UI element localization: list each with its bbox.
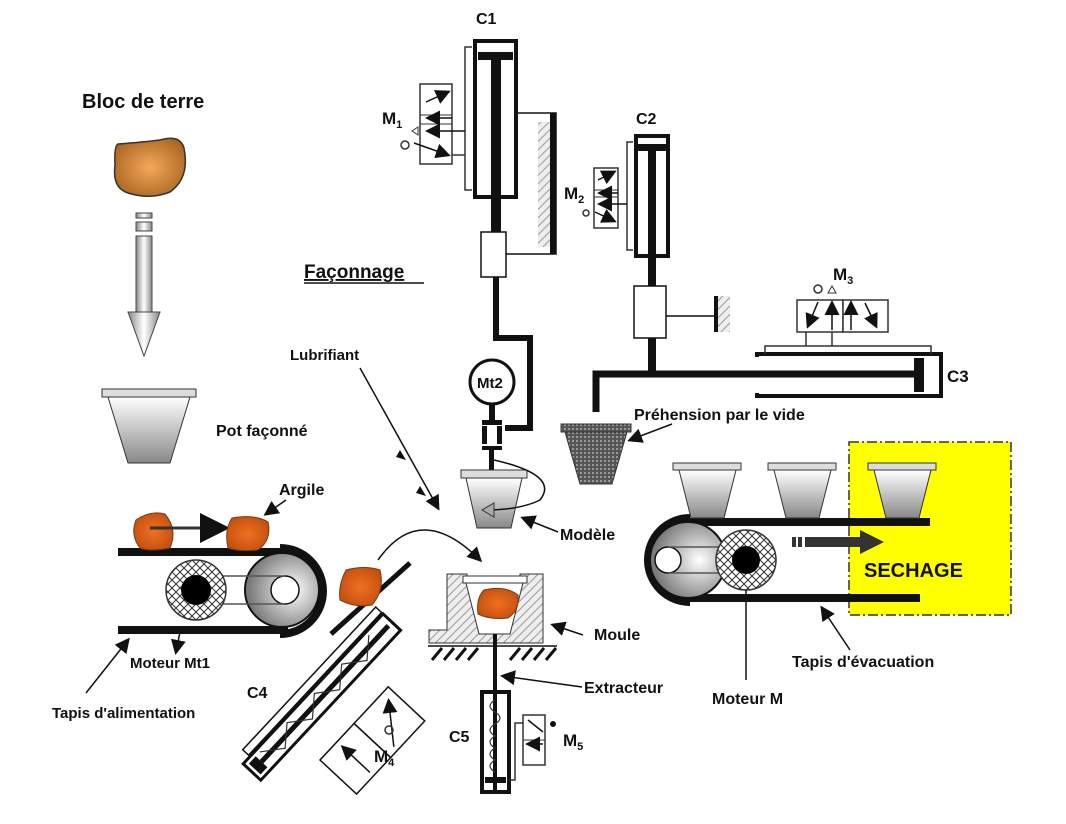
m4-label: M4: [374, 747, 395, 769]
c1-label: C1: [476, 11, 497, 28]
moteur-mt1-label: Moteur Mt1: [130, 655, 210, 672]
sechage-label: SECHAGE: [864, 560, 963, 582]
c4-label: C4: [247, 685, 268, 702]
faconnage-title: Façonnage: [304, 262, 404, 283]
m2-label: M2: [564, 184, 584, 206]
tapis-evacuation-label: Tapis d'évacuation: [792, 654, 934, 671]
extracteur-label: Extracteur: [584, 680, 663, 697]
cylinder-c4: [241, 606, 403, 783]
moule-pointer: [550, 621, 584, 636]
argile-pointer: [263, 499, 287, 516]
cylinder-c3: [755, 345, 943, 398]
valve-m2: [582, 167, 627, 229]
tapis-alimentation-pointer: [85, 637, 130, 694]
valve-m5: [509, 714, 556, 781]
tapis-alimentation-conveyor: [118, 544, 327, 638]
modele-pointer: [520, 515, 559, 533]
pressure-source-icon: [384, 725, 394, 735]
moule-mold: [428, 573, 558, 661]
moteur-mt1-pointer: [170, 631, 186, 655]
tapis-evacuation-pointer: [820, 605, 851, 651]
pot-faconne-label: Pot façonné: [216, 423, 308, 440]
mt2-label: Mt2: [477, 375, 503, 392]
extracteur-pointer: [500, 670, 583, 688]
m5-label: M5: [563, 731, 583, 753]
cylinder-c1: [464, 39, 557, 431]
coupling: [482, 404, 502, 470]
clay-piece: [339, 567, 382, 607]
moule-label: Moule: [594, 627, 640, 644]
lubrifiant-arrow: [359, 367, 440, 511]
clay-piece: [226, 516, 270, 552]
prehension-label: Préhension par le vide: [634, 407, 805, 424]
tapis-evacuation-conveyor: [644, 514, 930, 606]
cylinder-c2: [592, 134, 922, 412]
modele-mold-form: [460, 459, 546, 529]
valve-m1: [400, 83, 465, 165]
transfer-arrow: [377, 529, 483, 563]
lubrifiant-arrowheads: [396, 450, 426, 496]
m3-label: M3: [833, 265, 853, 287]
moteur-m-label: Moteur M: [712, 691, 783, 708]
modele-label: Modèle: [560, 527, 615, 544]
c3-label: C3: [947, 367, 969, 386]
vacuum-gripper: [560, 423, 632, 485]
clay-block: [113, 137, 187, 197]
tapis-alimentation-label: Tapis d'alimentation: [52, 705, 195, 722]
pot-faconne-icon: [101, 388, 197, 464]
c5-label: C5: [449, 729, 470, 746]
prehension-pointer: [627, 423, 673, 443]
extracteur-rod: [493, 634, 497, 794]
m1-label: M1: [382, 109, 402, 131]
valve-m4: [318, 685, 426, 796]
bloc-de-terre-label: Bloc de terre: [82, 91, 204, 113]
lubrifiant-label: Lubrifiant: [290, 347, 359, 364]
pots-on-conveyor: [672, 462, 937, 519]
valve-m3: [796, 284, 889, 346]
down-arrow-icon: [127, 212, 161, 358]
argile-label: Argile: [279, 482, 324, 499]
clay-piece: [133, 512, 174, 551]
cylinder-c5: [480, 690, 511, 794]
flow-arrow-icon: [792, 530, 884, 554]
c2-label: C2: [636, 111, 657, 128]
